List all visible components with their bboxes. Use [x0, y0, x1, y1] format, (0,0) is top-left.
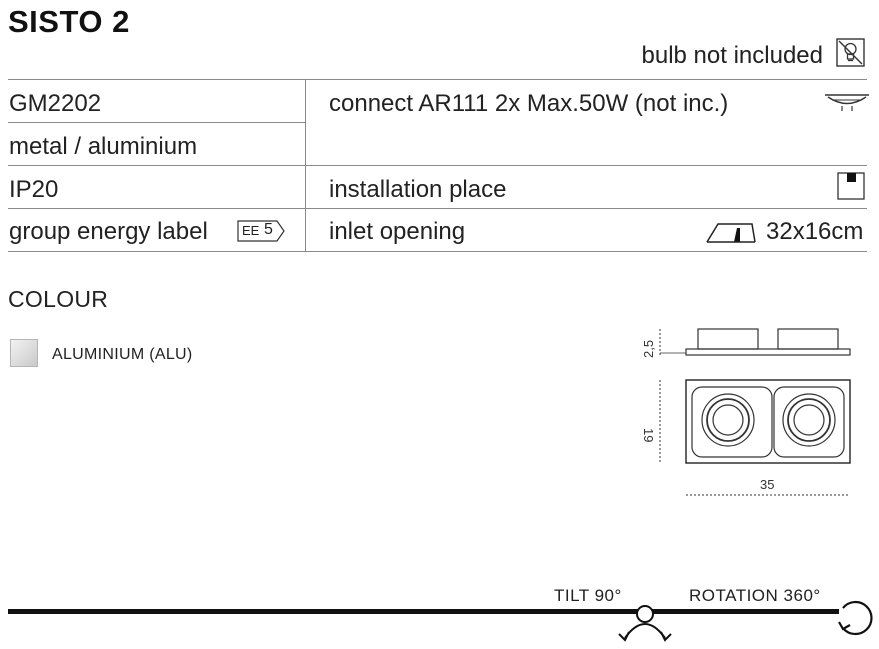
dimension-depth: 19: [641, 428, 656, 443]
colour-option-label: ALUMINIUM (ALU): [52, 346, 193, 363]
product-code: GM2202: [9, 90, 102, 117]
colour-heading: COLOUR: [8, 286, 109, 312]
side-view-housing-right: [777, 328, 839, 350]
dimension-width: 35: [760, 477, 775, 492]
installation-place-label: installation place: [329, 176, 507, 203]
feature-baseline: [8, 609, 839, 614]
inlet-opening-icon: [706, 223, 756, 243]
ar111-lamp-icon: [825, 94, 869, 111]
technical-drawing: [659, 328, 851, 496]
table-column-divider: [305, 79, 306, 251]
material: metal / aluminium: [9, 133, 198, 160]
front-view-frame: [685, 379, 851, 464]
dimension-height: 2,5: [641, 339, 656, 358]
energy-label-prefix: EE: [242, 223, 260, 238]
connect-spec: connect AR111 2x Max.50W (not inc.): [329, 90, 729, 117]
bulb-not-included-note: bulb not included: [641, 42, 823, 69]
tilt-icon: [618, 605, 672, 642]
ceiling-mount-icon: [837, 172, 865, 200]
table-row-divider: [8, 165, 867, 166]
colour-swatch-aluminium: [10, 339, 38, 367]
table-top-border: [8, 79, 867, 80]
rotation-icon: [838, 600, 873, 636]
tilt-label: TILT 90°: [554, 586, 622, 605]
table-row-divider: [8, 208, 867, 209]
energy-label-badge: EE 5: [237, 220, 285, 242]
ip-rating: IP20: [9, 176, 59, 203]
product-title: SISTO 2: [8, 4, 130, 39]
front-view-lamp-left: [701, 393, 755, 447]
table-bottom-border: [8, 251, 867, 252]
side-view-trim: [685, 348, 851, 356]
inlet-opening-label: inlet opening: [329, 218, 466, 245]
bulb-crossed-icon: [836, 38, 865, 67]
table-row-divider: [8, 122, 305, 123]
rotation-label: ROTATION 360°: [689, 586, 821, 605]
inlet-size: 32x16cm: [766, 218, 864, 245]
side-view-housing-left: [697, 328, 759, 350]
energy-label-value: 5: [264, 221, 273, 238]
energy-label-text: group energy label: [9, 218, 208, 245]
front-view-lamp-right: [782, 393, 836, 447]
